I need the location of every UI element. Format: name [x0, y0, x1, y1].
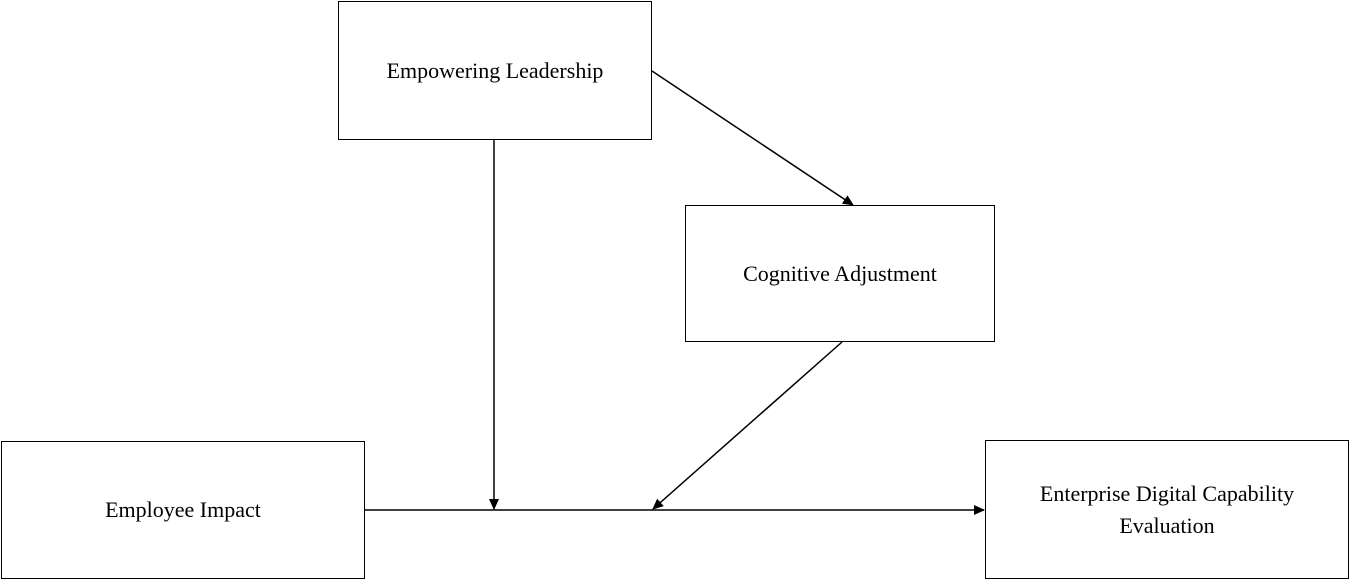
node-empowering-leadership-label: Empowering Leadership	[386, 57, 604, 83]
node-employee-impact: Employee Impact	[1, 441, 365, 579]
node-cognitive-adjustment: Cognitive Adjustment	[685, 205, 995, 342]
node-empowering-leadership: Empowering Leadership	[338, 1, 652, 140]
node-enterprise-label-line2: Evaluation	[1119, 512, 1215, 538]
node-employee-impact-label: Employee Impact	[105, 497, 261, 523]
node-enterprise-digital-capability-evaluation: Enterprise Digital Capability Evaluation	[985, 440, 1349, 579]
node-enterprise-label-line1: Enterprise Digital Capability	[1039, 480, 1295, 506]
arrow-empowering-to-cognitive	[651, 70, 854, 206]
node-enterprise-label: Enterprise Digital Capability Evaluation	[1040, 478, 1294, 542]
node-cognitive-adjustment-label: Cognitive Adjustment	[743, 260, 937, 286]
arrow-cognitive-to-main-path	[652, 341, 843, 510]
